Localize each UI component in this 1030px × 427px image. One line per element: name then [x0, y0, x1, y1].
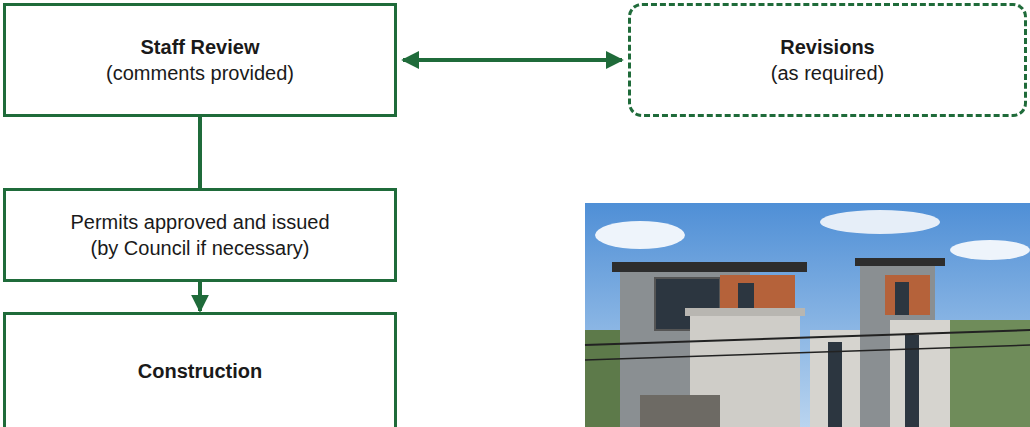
connector-line [198, 117, 202, 188]
roof [612, 262, 807, 272]
power-line [585, 345, 1030, 360]
window [895, 282, 909, 315]
cloud [595, 221, 685, 249]
power-line [585, 330, 1030, 345]
box-heading: Permits approved and issued [70, 209, 329, 235]
cloud [950, 240, 1030, 260]
box-note: (by Council if necessary) [91, 235, 310, 261]
sky [585, 203, 1030, 427]
wood-panel [885, 275, 930, 315]
optional-box: Revisions(as required) [628, 3, 1027, 117]
stone-wall [890, 320, 950, 427]
box-heading: Construction [138, 358, 262, 384]
connector-arrow [198, 282, 202, 311]
window [828, 342, 842, 427]
box-note: (as required) [771, 60, 884, 86]
stone-cap [685, 308, 805, 316]
process-box: Staff Review(comments provided) [3, 3, 397, 117]
connector-arrow [403, 58, 622, 62]
fence [640, 395, 720, 427]
box-heading: Revisions [780, 34, 874, 60]
stone-tower [810, 330, 860, 427]
roof [855, 258, 945, 266]
box-heading: Staff Review [141, 34, 260, 60]
process-box: Construction [3, 312, 397, 427]
window [828, 340, 842, 427]
process-box: Permits approved and issued(by Council i… [3, 188, 397, 282]
box-note: (comments provided) [106, 60, 294, 86]
cloud [820, 210, 940, 234]
